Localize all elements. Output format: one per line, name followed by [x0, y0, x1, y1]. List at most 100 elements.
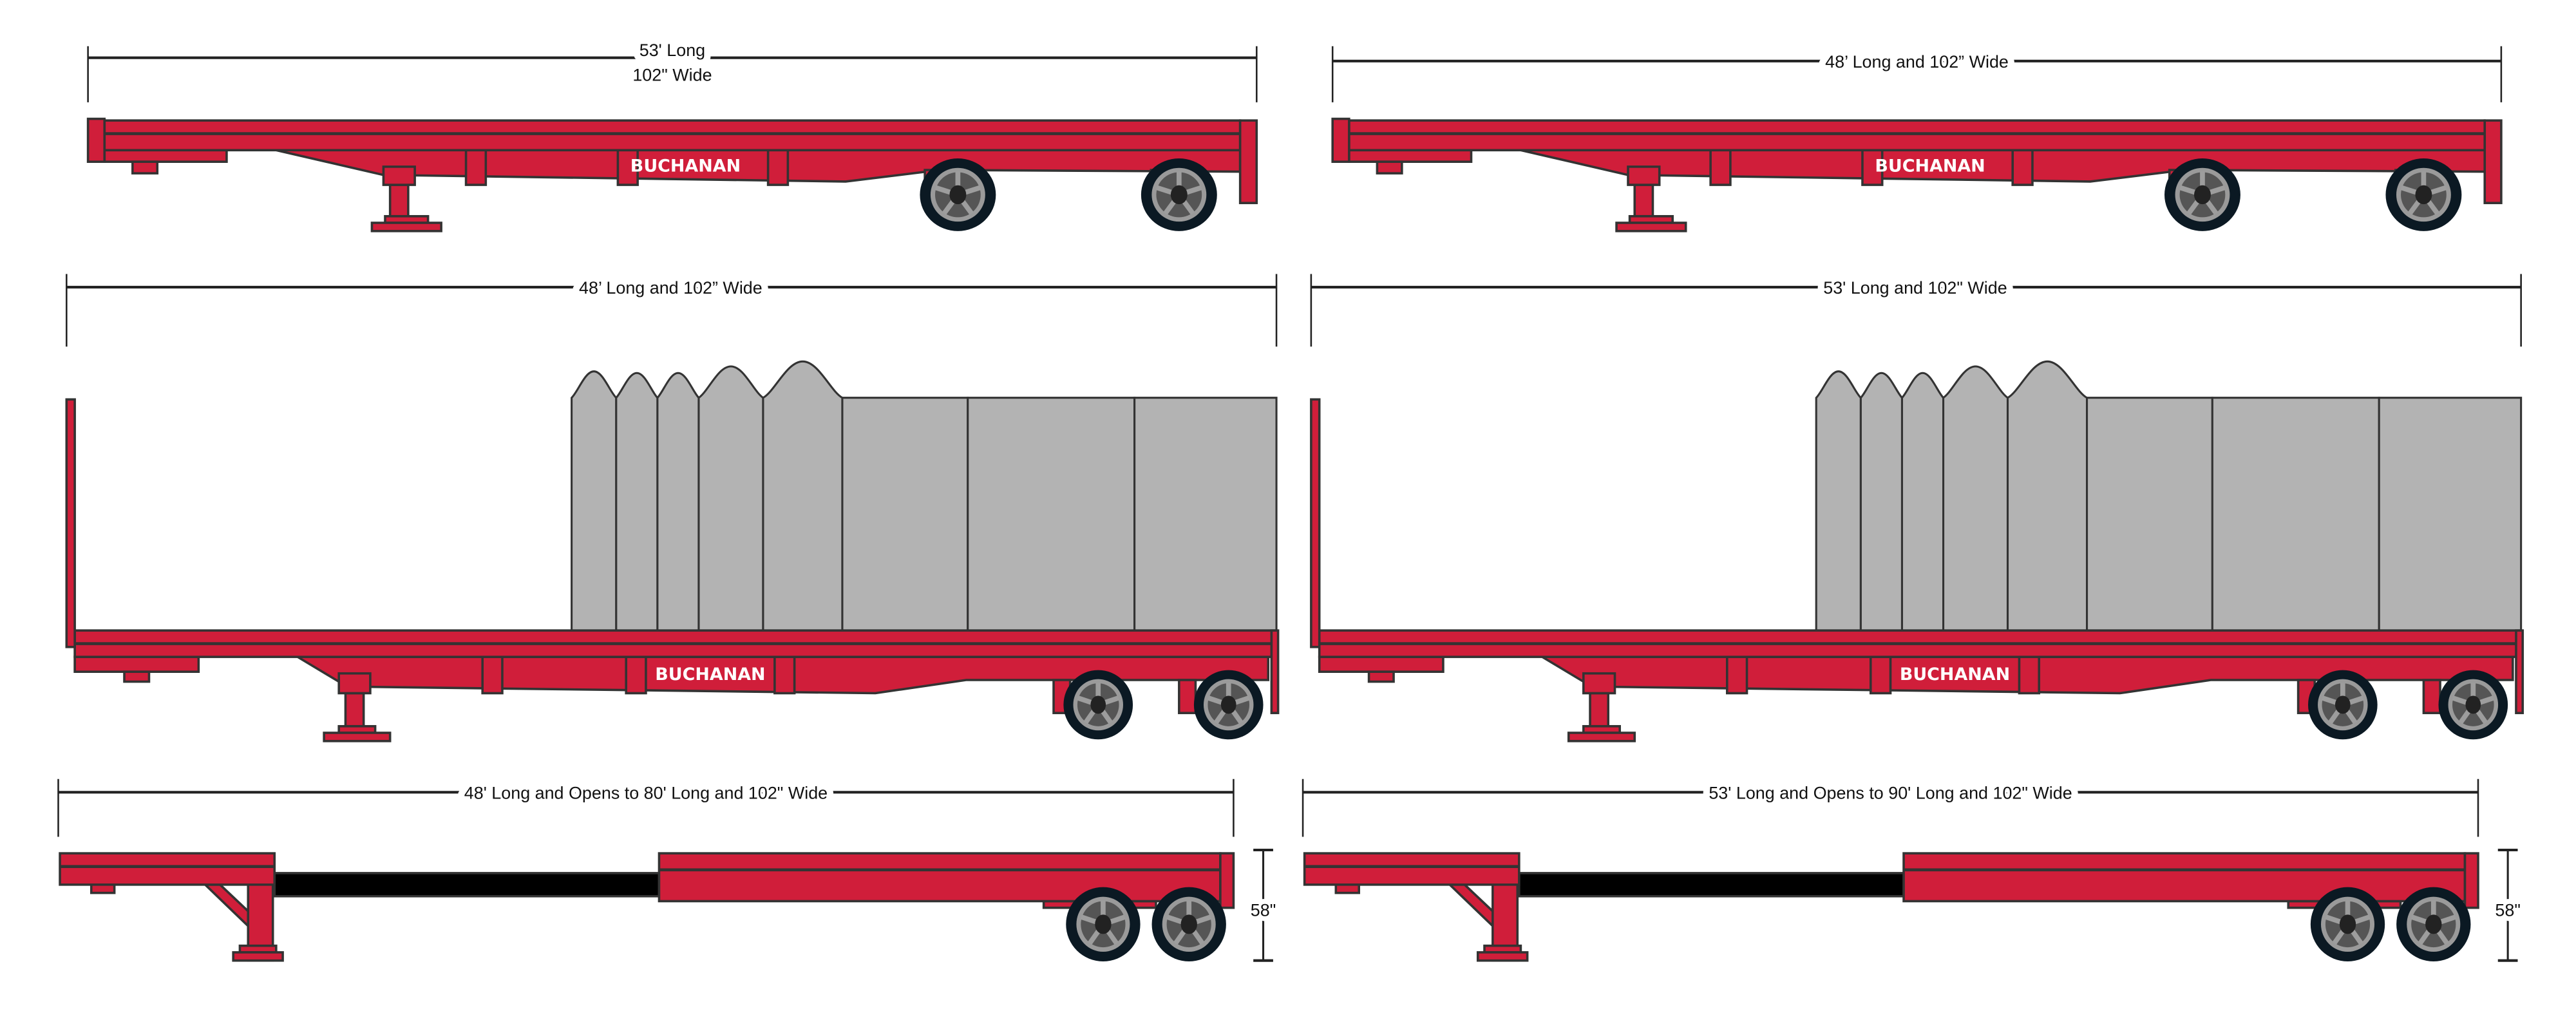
brand-logo-panel-1: BUCHANAN [630, 156, 741, 176]
deck [103, 119, 1242, 152]
kingpin-plate [1376, 160, 1403, 175]
landing-gear-box [1627, 165, 1661, 186]
panel-1-length-label: 53' Long [639, 41, 705, 60]
crossmember [766, 149, 790, 186]
landing-gear-pad [1615, 222, 1687, 232]
loaded-flatbed-trailer [1310, 360, 2524, 742]
axle-hanger [1052, 679, 1072, 715]
wheel-hub [2334, 695, 2351, 714]
cargo-bundle [1900, 372, 1945, 632]
axle-hanger [2422, 679, 2441, 715]
cargo-load [571, 360, 1278, 632]
dimension-line [66, 274, 1278, 347]
wheel [2310, 887, 2385, 962]
wheel-hub [1180, 914, 1197, 934]
cargo-bundle [2211, 397, 2380, 632]
wheel [1141, 158, 1217, 231]
rear-post [1219, 852, 1235, 909]
axle-hanger [1178, 679, 1197, 715]
wheel-hub [1170, 185, 1188, 205]
height-dimension [2497, 848, 2518, 962]
rear-deck [658, 852, 1222, 903]
wheel-hub [1095, 914, 1112, 934]
cargo-bundle [1859, 372, 1904, 632]
landing-gear-pad [323, 732, 392, 742]
panel-5-dimension-label: 48' Long and Opens to 80' Long and 102" … [464, 784, 828, 803]
wheel-hub [949, 185, 967, 205]
cargo-bundle [841, 397, 969, 632]
loaded-flatbed-trailer [65, 360, 1280, 742]
crossmember [2011, 149, 2034, 186]
landing-gear-pad [370, 222, 442, 232]
height-label-panel-6: 58" [2495, 901, 2520, 920]
cargo-bundle [967, 397, 1136, 632]
front-lower-rail [1318, 656, 1444, 673]
kingpin-plate [123, 670, 151, 683]
flatbed-trailer [86, 117, 1258, 232]
wheel [1066, 887, 1141, 962]
cargo-load [1815, 360, 2523, 632]
cargo-bundle [762, 360, 844, 632]
crossmember [464, 149, 488, 186]
kingpin-plate [131, 160, 159, 175]
landing-gear-box [1582, 672, 1616, 695]
cargo-bundle [2378, 397, 2523, 632]
crossmember [2018, 656, 2041, 695]
wheel [2164, 158, 2240, 231]
rear-post [2463, 852, 2479, 909]
landing-gear-pad [232, 951, 284, 962]
landing-gear-box [337, 672, 372, 695]
extendable-trailer [1303, 848, 2518, 962]
kingpin-plate [90, 883, 116, 894]
wheel-hub [2339, 914, 2356, 934]
front-post [1331, 117, 1350, 163]
extendable-trailer [59, 848, 1273, 962]
landing-gear-box [382, 165, 416, 186]
landing-gear-leg [344, 692, 365, 728]
headboard-post [65, 398, 76, 648]
crossmember [481, 656, 504, 695]
wheel-hub [1090, 695, 1106, 714]
brand-logo-panel-4: BUCHANAN [1900, 665, 2010, 685]
wheel [1193, 670, 1264, 740]
kingpin-plate [1367, 670, 1395, 683]
landing-gear-leg [1589, 692, 1610, 728]
wheel [2308, 670, 2378, 740]
panel-1-width-label: 102" Wide [632, 66, 712, 85]
wheel-hub [1220, 695, 1236, 714]
landing-gear-leg [388, 184, 410, 218]
wheel-hub [2425, 914, 2442, 934]
height-label-panel-5: 58" [1251, 901, 1276, 920]
brand-logo-panel-3: BUCHANAN [655, 665, 765, 685]
cargo-bundle [656, 372, 700, 632]
crossmember [773, 656, 796, 695]
cargo-bundle [1942, 365, 2009, 632]
front-lower-rail [73, 656, 200, 673]
wheel-hub [2465, 695, 2481, 714]
gooseneck-brace [202, 883, 251, 930]
height-dimension [1253, 848, 1273, 962]
rear-deck [1902, 852, 2467, 903]
wheel [2396, 887, 2471, 962]
wheel [2385, 158, 2462, 231]
wheel-hub [2193, 185, 2211, 205]
cargo-bundle [1133, 397, 1278, 632]
headboard-post [1310, 398, 1321, 648]
rear-post [1270, 629, 1280, 715]
landing-gear-pad [1567, 732, 1636, 742]
rear-post [1238, 119, 1258, 205]
trailer-drawings [57, 46, 2524, 962]
dimension-line [1310, 274, 2522, 347]
landing-gear-pad [1476, 951, 1529, 962]
dimension-line [1331, 46, 2503, 102]
panel-6-dimension-label: 53' Long and Opens to 90' Long and 102" … [1709, 784, 2072, 803]
crossmember [1709, 149, 1732, 186]
main-beam [1520, 149, 2486, 183]
landing-gear-leg [1633, 184, 1654, 218]
wheel [1063, 670, 1133, 740]
rear-post [2515, 629, 2524, 715]
crossmember [1725, 656, 1748, 695]
extension-beam [273, 872, 661, 898]
front-deck [1303, 852, 1520, 886]
